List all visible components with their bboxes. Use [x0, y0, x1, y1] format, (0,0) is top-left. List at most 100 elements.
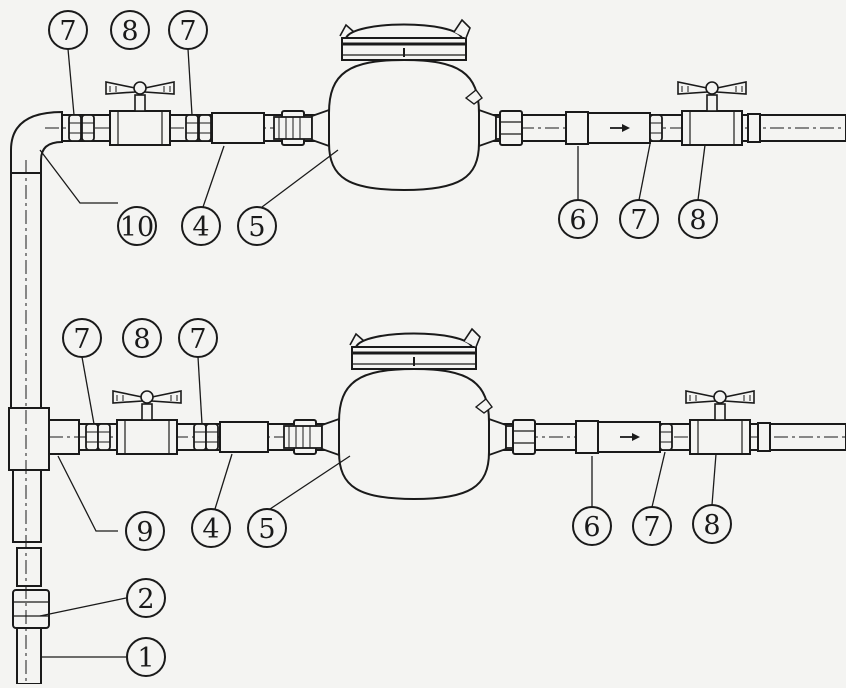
callout-10: 10 — [117, 206, 157, 246]
union-7 — [205, 423, 219, 451]
callout-1: 1 — [126, 637, 166, 677]
callout-number: 7 — [59, 16, 76, 47]
callout-5: 5 — [237, 206, 277, 246]
union-7 — [85, 423, 99, 451]
union-7 — [68, 114, 82, 142]
callout-4: 4 — [191, 508, 231, 548]
pipe-collar — [747, 113, 761, 143]
leader-line — [711, 453, 717, 506]
callout-number: 7 — [73, 324, 90, 355]
tee-fitting — [8, 407, 50, 471]
callout-number: 7 — [189, 324, 206, 355]
callout-number: 7 — [179, 16, 196, 47]
callout-5: 5 — [247, 508, 287, 548]
leader-line — [81, 356, 95, 425]
callout-7: 7 — [619, 199, 659, 239]
ball-valve-icon — [105, 81, 175, 146]
riser-inlet-pipe — [16, 627, 42, 685]
callout-number: 2 — [137, 584, 154, 615]
coupling-4 — [219, 421, 269, 453]
leader-line — [202, 145, 225, 208]
leader-line — [261, 149, 339, 208]
callout-circle — [168, 10, 208, 50]
ball-valve-icon — [685, 390, 755, 455]
callout-circle — [247, 508, 287, 548]
callout-7: 7 — [632, 506, 672, 546]
leader-line — [187, 48, 193, 116]
callout-8: 8 — [692, 504, 732, 544]
callout-number: 5 — [248, 212, 265, 243]
leader-line — [214, 453, 233, 510]
leader-line — [638, 143, 651, 201]
riser-nipple — [16, 547, 42, 587]
callout-circle — [678, 199, 718, 239]
callout-number: 4 — [202, 514, 219, 545]
union-7 — [649, 114, 663, 142]
union-7 — [198, 114, 212, 142]
meter-nut — [512, 419, 536, 455]
leader-line — [57, 455, 118, 532]
callout-number: 9 — [136, 517, 153, 548]
callout-6: 6 — [572, 506, 612, 546]
riser-pipe-lower — [12, 469, 42, 543]
union-7 — [97, 423, 111, 451]
callout-6: 6 — [558, 199, 598, 239]
callout-number: 7 — [643, 512, 660, 543]
callout-8: 8 — [110, 10, 150, 50]
callout-circle — [117, 206, 157, 246]
callout-circle — [110, 10, 150, 50]
callout-9: 9 — [125, 511, 165, 551]
callout-circle — [237, 206, 277, 246]
leader-line — [39, 149, 118, 204]
callout-number: 10 — [120, 212, 154, 243]
callout-number: 1 — [137, 643, 154, 674]
callout-circle — [126, 578, 166, 618]
check-valve-icon — [575, 420, 661, 454]
callout-7: 7 — [178, 318, 218, 358]
leader-line — [197, 356, 203, 425]
leader-line — [39, 597, 127, 617]
coupling-4 — [211, 112, 265, 144]
ball-valve-icon — [112, 390, 182, 455]
callout-circle — [572, 506, 612, 546]
callout-7: 7 — [62, 318, 102, 358]
callout-number: 8 — [121, 16, 138, 47]
callout-circle — [632, 506, 672, 546]
check-valve-icon — [565, 111, 651, 145]
callout-circle — [558, 199, 598, 239]
callout-circle — [181, 206, 221, 246]
callout-circle — [178, 318, 218, 358]
callout-8: 8 — [122, 318, 162, 358]
callout-number: 8 — [689, 205, 706, 236]
leader-line — [269, 455, 351, 510]
callout-7: 7 — [48, 10, 88, 50]
leader-line — [651, 451, 666, 508]
leader-line — [697, 144, 706, 201]
callout-circle — [125, 511, 165, 551]
callout-number: 4 — [192, 212, 209, 243]
leader-line — [67, 48, 75, 116]
callout-circle — [62, 318, 102, 358]
pipe-collar — [757, 422, 771, 452]
callout-number: 8 — [133, 324, 150, 355]
callout-circle — [122, 318, 162, 358]
callout-circle — [48, 10, 88, 50]
callout-number: 6 — [583, 512, 600, 543]
callout-7: 7 — [168, 10, 208, 50]
callout-2: 2 — [126, 578, 166, 618]
union-7 — [185, 114, 199, 142]
callout-8: 8 — [678, 199, 718, 239]
callout-number: 8 — [703, 510, 720, 541]
elbow-fitting — [10, 110, 63, 174]
meter-nut — [499, 110, 523, 146]
union-7 — [81, 114, 95, 142]
callout-4: 4 — [181, 206, 221, 246]
callout-circle — [692, 504, 732, 544]
union-7 — [659, 423, 673, 451]
water-meter-icon — [282, 327, 534, 501]
callout-circle — [619, 199, 659, 239]
water-meter-icon — [272, 18, 524, 192]
callout-circle — [126, 637, 166, 677]
